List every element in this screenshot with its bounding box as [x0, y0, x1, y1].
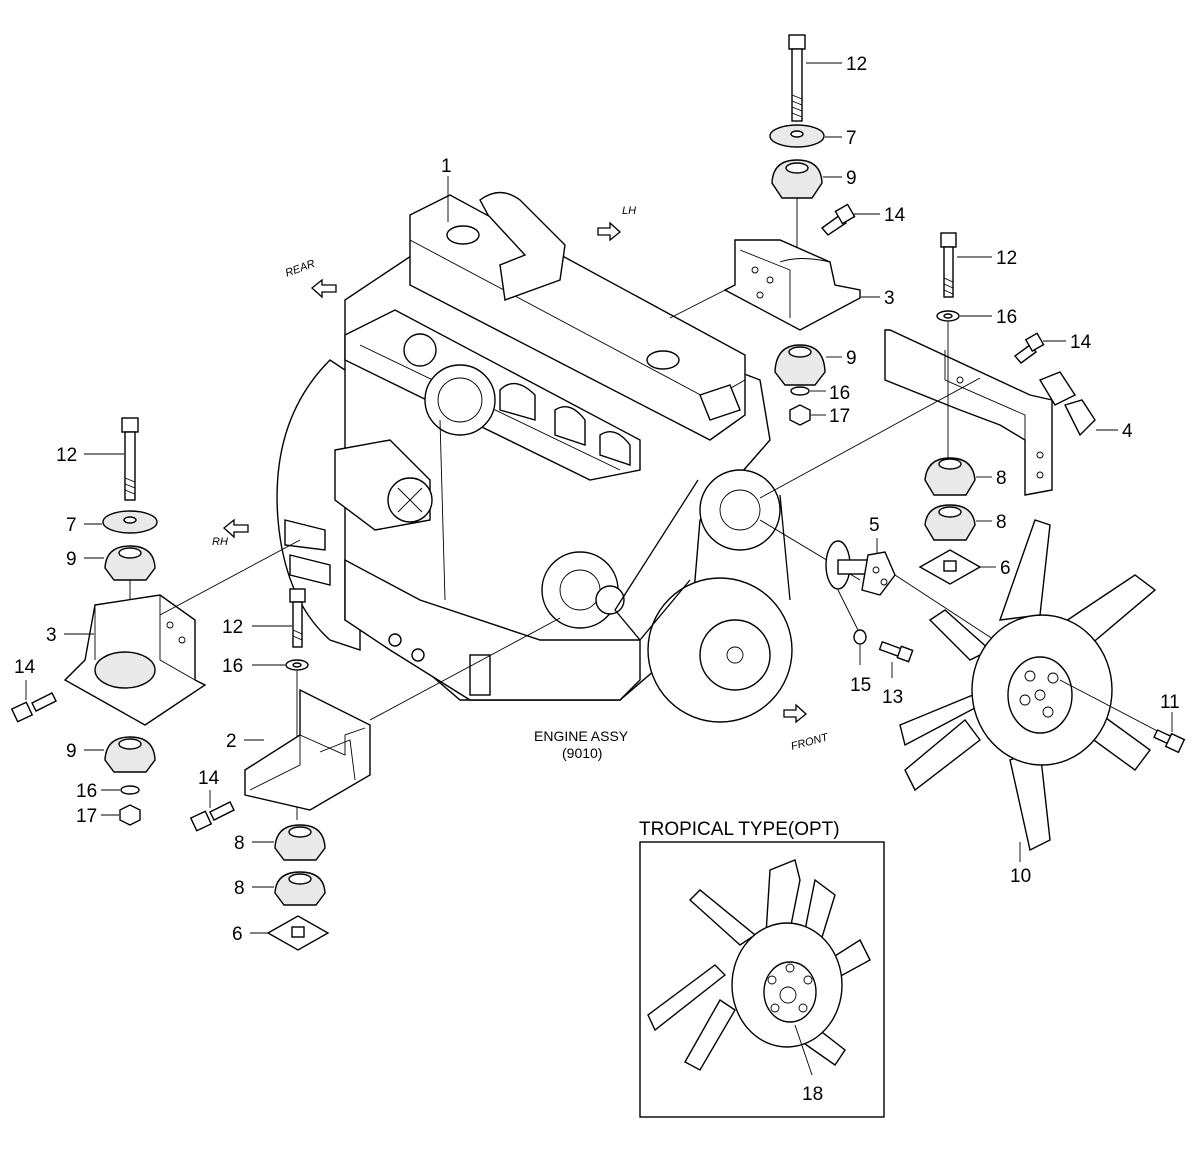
mount-stack-left: 12 7 9 3 14 9 16 [10, 417, 301, 827]
callout-9: 9 [846, 168, 857, 189]
callout-4: 4 [1122, 421, 1133, 442]
callout-8: 8 [996, 468, 1007, 489]
mount-stack-top-right: 12 7 9 14 3 9 16 [669, 34, 906, 427]
callout-12: 12 [846, 54, 867, 75]
callout-12b: 12 [996, 248, 1017, 269]
callout-9c: 9 [66, 549, 77, 570]
callout-8c: 8 [234, 833, 245, 854]
rh-label: RH [212, 536, 228, 548]
callout-14: 14 [884, 205, 906, 226]
lh-arrow-icon: LH [597, 205, 636, 242]
callout-9d: 9 [66, 741, 77, 762]
rear-arrow-icon: REAR [284, 258, 337, 299]
engine-assy-label: ENGINE ASSY [534, 728, 629, 744]
callout-7c: 7 [66, 515, 77, 536]
tropical-type-inset: TROPICAL TYPE(OPT) 18 [639, 819, 885, 1118]
fan-main: 10 11 [899, 519, 1186, 887]
lh-label: LH [622, 205, 636, 217]
callout-17: 17 [829, 406, 850, 427]
callout-11: 11 [1160, 692, 1180, 713]
callout-10: 10 [1010, 866, 1031, 887]
engine-code-label: (9010) [562, 745, 602, 761]
callout-12c: 12 [56, 445, 77, 466]
callout-16: 16 [829, 383, 850, 404]
callout-14b: 14 [1070, 332, 1092, 353]
callout-8d: 8 [234, 878, 245, 899]
callout-8b: 8 [996, 512, 1007, 533]
front-arrow-icon: FRONT [783, 703, 831, 753]
callout-2: 2 [226, 731, 237, 752]
callout-15: 15 [850, 675, 871, 696]
callout-1: 1 [441, 156, 452, 177]
callout-7: 7 [846, 128, 857, 149]
fan-spacer-group: 5 15 13 [759, 515, 1026, 708]
rh-arrow-icon: RH [212, 518, 249, 548]
callout-17c: 17 [76, 806, 97, 827]
engine-assembly [276, 191, 793, 723]
callout-3: 3 [884, 288, 895, 309]
callout-5: 5 [869, 515, 880, 536]
callout-16c: 16 [76, 781, 97, 802]
callout-9b: 9 [846, 348, 857, 369]
callout-3c: 3 [46, 625, 57, 646]
callout-16d: 16 [222, 656, 243, 677]
callout-6: 6 [1000, 558, 1011, 579]
rear-label: REAR [284, 258, 317, 280]
front-label: FRONT [790, 731, 831, 753]
callout-13: 13 [882, 687, 903, 708]
callout-14d: 14 [198, 768, 220, 789]
callout-18: 18 [802, 1084, 823, 1105]
callout-12d: 12 [222, 617, 243, 638]
mount-stack-center-left: 12 16 2 14 8 8 6 [189, 588, 561, 951]
callout-14c: 14 [14, 657, 36, 678]
callout-6b: 6 [232, 924, 243, 945]
mount-stack-right: 12 16 14 4 8 8 6 [759, 232, 1133, 585]
callout-16b: 16 [996, 307, 1017, 328]
tropical-title: TROPICAL TYPE(OPT) [639, 819, 840, 840]
